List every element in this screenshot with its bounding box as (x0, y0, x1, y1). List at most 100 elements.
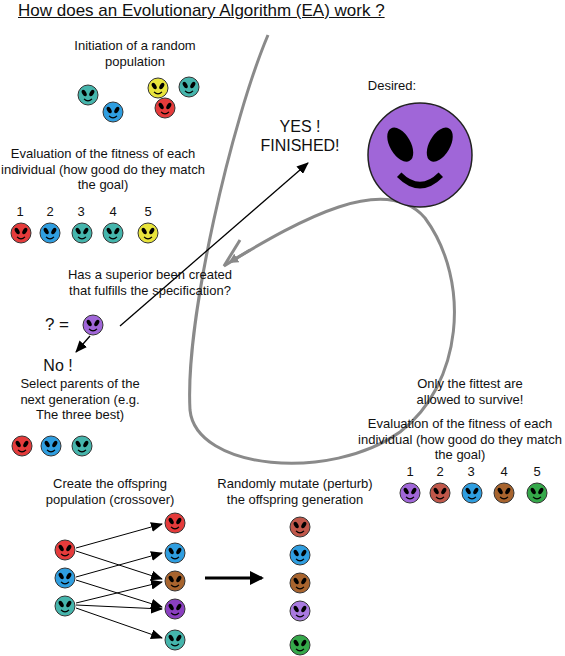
alien-face (494, 483, 514, 503)
alien-face (78, 85, 98, 105)
face-features (15, 440, 30, 452)
crossover-arrow (76, 608, 162, 638)
face-features (58, 600, 73, 612)
yes-arrow (120, 163, 308, 326)
alien-face (290, 601, 310, 621)
rank-number: 2 (432, 464, 448, 480)
crossover-arrow (76, 605, 162, 609)
crossover-arrow (76, 580, 162, 607)
step-text: Select parents of the next generation (e… (15, 376, 145, 423)
alien-face (290, 517, 310, 537)
alien-face (55, 596, 75, 616)
face-features (293, 577, 308, 589)
comparison-symbol: ? = (37, 315, 77, 335)
alien-face (290, 635, 310, 655)
alien-face (55, 568, 75, 588)
alien-face (165, 599, 185, 619)
face-features (81, 89, 96, 101)
step-text: Evaluation of the fitness of each indivi… (1, 146, 206, 193)
face-features (168, 517, 183, 529)
diagram-title: How does an Evolutionary Algorithm (EA) … (18, 1, 385, 21)
alien-face (103, 223, 123, 243)
face-features (86, 319, 101, 331)
alien-face (83, 315, 103, 335)
alien-face (165, 513, 185, 533)
face-features (168, 575, 183, 587)
alien-face (165, 543, 185, 563)
alien-face (72, 223, 92, 243)
result-text: YES ! FINISHED! (250, 117, 350, 155)
face-features (497, 487, 512, 499)
alien-face (138, 223, 158, 243)
alien-face (462, 483, 482, 503)
face-features (182, 81, 197, 93)
rank-number: 4 (105, 204, 121, 220)
face-features (382, 123, 458, 185)
rank-number: 3 (73, 204, 89, 220)
face-features (58, 572, 73, 584)
face-features (75, 227, 90, 239)
alien-face (11, 223, 31, 243)
rank-number: 5 (140, 204, 156, 220)
face-features (106, 106, 121, 118)
step-text: Evaluation of the fitness of each indivi… (358, 416, 563, 463)
alien-face (179, 77, 199, 97)
no-arrow (76, 336, 90, 352)
rank-number: 3 (463, 464, 479, 480)
alien-face (72, 436, 92, 456)
face-features (293, 605, 308, 617)
loop-arrowhead (224, 240, 250, 266)
face-features (403, 487, 418, 499)
alien-face (155, 98, 175, 118)
rank-number: 1 (12, 204, 28, 220)
face-features (141, 227, 156, 239)
note-text: Only the fittest are allowed to survive! (400, 376, 540, 407)
face-features (75, 440, 90, 452)
face-features (44, 440, 59, 452)
goal-label: Desired: (352, 78, 432, 94)
face-features (293, 639, 308, 651)
alien-face (40, 223, 60, 243)
step-text: Create the offspring population (crossov… (40, 476, 180, 507)
face-features (158, 102, 173, 114)
alien-face (12, 436, 32, 456)
alien-face (41, 436, 61, 456)
face-features (43, 227, 58, 239)
alien-face (430, 483, 450, 503)
rank-number: 2 (42, 204, 58, 220)
crossover-arrow (76, 551, 162, 579)
crossover-arrows (76, 524, 162, 638)
rank-number: 1 (402, 464, 418, 480)
crossover-arrow (76, 524, 162, 548)
alien-face (165, 630, 185, 650)
decision-text: Has a superior been created that fulfill… (63, 267, 238, 298)
alien-face (400, 483, 420, 503)
face-features (293, 549, 308, 561)
rank-number: 4 (496, 464, 512, 480)
face-features (465, 487, 480, 499)
crossover-arrow (76, 553, 162, 577)
face-features (106, 227, 121, 239)
face-features (168, 603, 183, 615)
face-features (168, 634, 183, 646)
rank-number: 5 (529, 464, 545, 480)
alien-face (103, 102, 123, 122)
face-features (14, 227, 29, 239)
step-text: Initiation of a random population (73, 38, 198, 69)
crossover-arrow (76, 582, 162, 603)
cycle-loop (190, 35, 455, 463)
face-features (293, 521, 308, 533)
alien-face (290, 573, 310, 593)
step-text: Randomly mutate (perturb) the offspring … (210, 476, 380, 507)
mutate-arrow (205, 577, 262, 580)
alien-face (290, 545, 310, 565)
face-features (530, 487, 545, 499)
alien-face (165, 571, 185, 591)
face-features (168, 547, 183, 559)
result-text: No ! (33, 356, 83, 375)
alien-face (55, 540, 75, 560)
alien-face (148, 78, 168, 98)
face-features (58, 544, 73, 556)
